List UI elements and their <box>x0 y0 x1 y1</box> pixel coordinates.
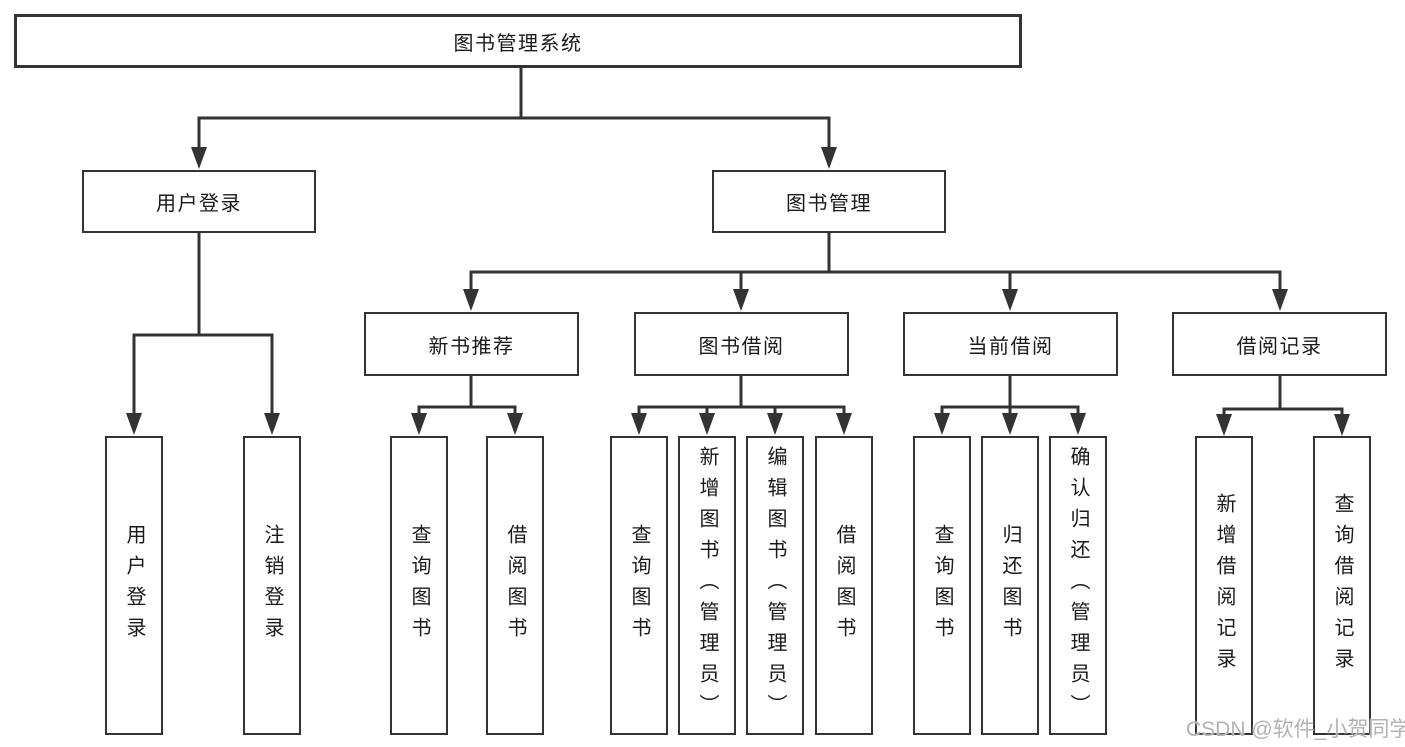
leaf-current-confirm-return-admin: 确认归还（管理员） <box>1049 436 1107 735</box>
connector-book-mgmt-to-level3 <box>463 233 1288 311</box>
node-label: 查询图书 <box>408 523 430 648</box>
node-book-borrowing: 图书借阅 <box>634 312 849 376</box>
node-label: 新书推荐 <box>428 335 515 358</box>
node-user-login: 用户登录 <box>82 170 316 233</box>
leaf-newbook-query-books: 查询图书 <box>390 436 448 735</box>
node-label: 新增图书（管理员） <box>696 446 718 725</box>
node-label: 查询图书 <box>628 523 650 648</box>
node-label: 当前借阅 <box>967 335 1054 358</box>
connector-root-to-level2 <box>191 68 837 169</box>
node-label: 查询借阅记录 <box>1331 492 1353 679</box>
node-current-borrowing: 当前借阅 <box>903 312 1118 376</box>
connector-current-borrow-to-leaves <box>934 376 1086 435</box>
node-new-book-recommend: 新书推荐 <box>364 312 579 376</box>
node-label: 编辑图书（管理员） <box>764 446 786 725</box>
leaf-borrow-edit-books-admin: 编辑图书（管理员） <box>746 436 804 735</box>
node-label: 图书管理系统 <box>453 32 583 55</box>
node-label: 归还图书 <box>999 523 1021 648</box>
node-label: 新增借阅记录 <box>1213 492 1235 679</box>
csdn-watermark: CSDN @软件_小贺同学 <box>1186 718 1405 741</box>
connector-book-borrow-to-leaves <box>631 376 852 435</box>
node-label: 用户登录 <box>156 193 242 215</box>
leaf-record-add-borrow-record: 新增借阅记录 <box>1195 436 1253 735</box>
node-label: 确认归还（管理员） <box>1067 446 1089 725</box>
leaf-newbook-borrow-books: 借阅图书 <box>486 436 544 735</box>
node-label: 注销登录 <box>261 523 283 648</box>
leaf-user-login: 用户登录 <box>105 436 163 735</box>
node-label: 借阅图书 <box>504 523 526 648</box>
node-label: 用户登录 <box>123 523 145 648</box>
node-label: 查询图书 <box>931 523 953 648</box>
connector-user-login-to-leaves <box>126 233 280 435</box>
node-borrowing-records: 借阅记录 <box>1172 312 1387 376</box>
node-label: 借阅记录 <box>1236 335 1323 358</box>
leaf-borrow-add-books-admin: 新增图书（管理员） <box>678 436 736 735</box>
leaf-current-query-books: 查询图书 <box>913 436 971 735</box>
leaf-current-return-books: 归还图书 <box>981 436 1039 735</box>
leaf-logout: 注销登录 <box>243 436 301 735</box>
leaf-borrow-query-books: 查询图书 <box>610 436 668 735</box>
connector-borrow-record-to-leaves <box>1216 376 1350 436</box>
node-library-management-system: 图书管理系统 <box>14 14 1022 68</box>
leaf-borrow-borrow-books: 借阅图书 <box>815 436 873 735</box>
node-book-management: 图书管理 <box>712 170 946 233</box>
connector-new-book-to-leaves <box>411 376 523 435</box>
leaf-record-query-borrow-record: 查询借阅记录 <box>1313 436 1371 735</box>
node-label: 图书管理 <box>786 193 872 215</box>
node-label: 图书借阅 <box>698 335 785 358</box>
node-label: 借阅图书 <box>833 523 855 648</box>
